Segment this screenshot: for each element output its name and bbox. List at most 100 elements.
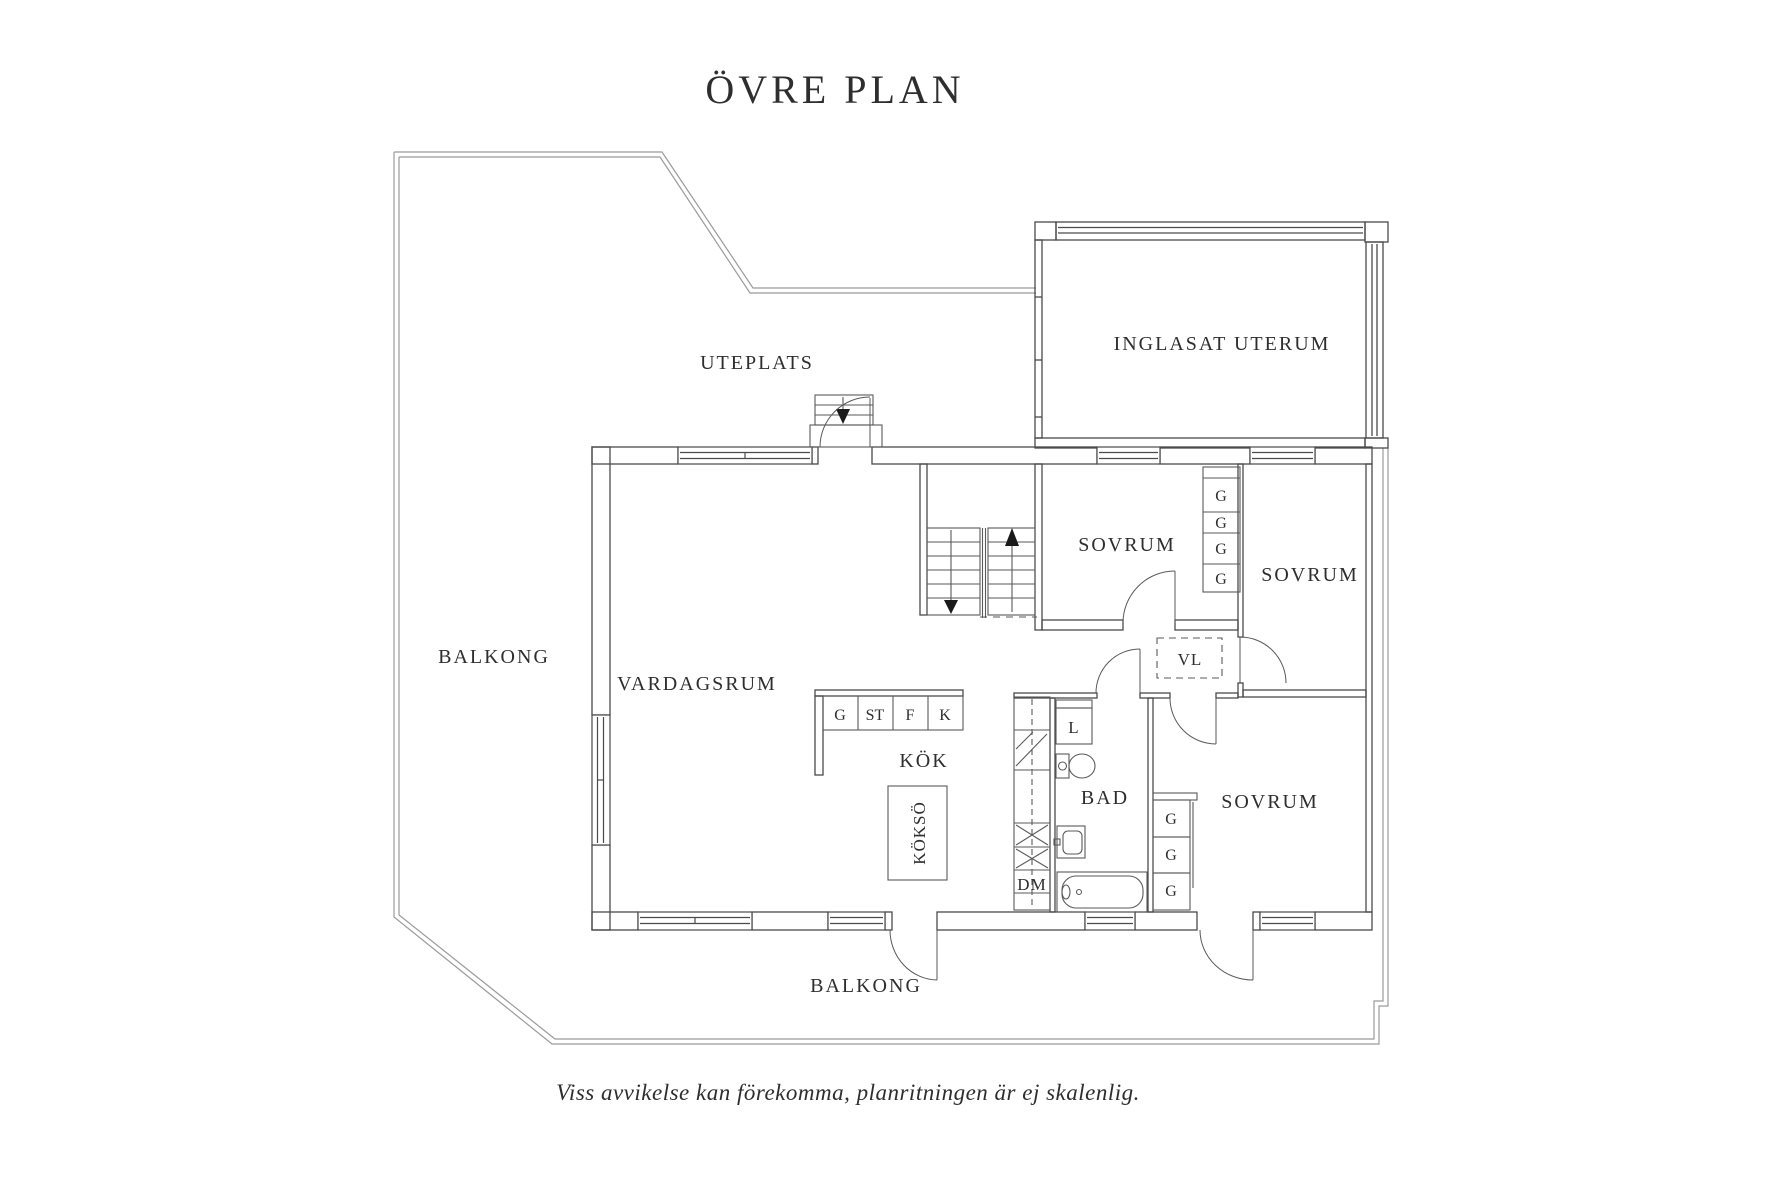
terrace-side-inner <box>398 157 1384 1040</box>
appliance-x2-b <box>1015 848 1049 869</box>
window-sovrum-right-top <box>1249 446 1316 465</box>
wall-right <box>1365 463 1373 913</box>
door-hall-bath <box>1095 648 1141 694</box>
staircase <box>926 527 1037 618</box>
stair-flight-down <box>926 527 981 616</box>
wall-sovrum-top-bottom-2 <box>1174 619 1239 631</box>
label-wardrobe-top-3: G <box>1215 541 1227 558</box>
door-sovrum-right <box>1239 636 1287 684</box>
uterum-post-topright <box>1364 221 1389 243</box>
label-uteplats: UTEPLATS <box>700 352 814 374</box>
wall-top-d <box>1159 446 1251 465</box>
wall-bottom-a <box>591 911 639 931</box>
uterum-bottom-wall <box>1034 437 1366 449</box>
label-wardrobe-bottom-3: G <box>1165 883 1177 900</box>
label-wardrobe-top-2: G <box>1215 515 1227 532</box>
kitchen-cabinet-row <box>822 695 964 731</box>
wall-hall-3 <box>1215 692 1239 699</box>
door-sovrum-bottom <box>1169 697 1217 745</box>
label-wardrobe-bottom-2: G <box>1165 847 1177 864</box>
label-dm: DM <box>1017 875 1046 894</box>
entry-landing <box>809 424 883 448</box>
wall-top-e <box>1314 446 1373 465</box>
terrace-outline <box>393 151 1389 1045</box>
wall-stairwell-left <box>919 463 928 616</box>
windows <box>591 446 1316 931</box>
uterum-glazing-top <box>1055 221 1366 241</box>
label-cabinet-g: G <box>834 707 846 724</box>
label-sovrum-bottom: SOVRUM <box>1221 791 1319 813</box>
label-sovrum-right: SOVRUM <box>1261 564 1359 586</box>
wall-sovrum-top-left <box>1034 463 1043 631</box>
label-kok: KÖK <box>899 749 948 772</box>
window-livingroom-top <box>677 446 813 465</box>
wall-left-upper <box>591 446 611 716</box>
door-sovrum-top <box>1122 570 1176 624</box>
entry-arrow-down-icon <box>836 409 850 424</box>
wall-sovrum-top-bottom-1 <box>1041 619 1124 631</box>
text-labels: ÖVRE PLAN UTEPLATS INGLASAT UTERUM BALKO… <box>438 67 1359 1105</box>
uterum-post-topleft <box>1034 221 1057 241</box>
wall-bottom-d <box>936 911 1086 931</box>
entrance-steps <box>809 394 883 448</box>
window-kitchen-bottom <box>827 911 886 931</box>
label-inglasat-uterum: INGLASAT UTERUM <box>1114 333 1331 355</box>
label-kokso: KÖKSÖ <box>910 801 929 865</box>
wall-sovrum-right-bottom <box>1242 689 1367 698</box>
wall-bottom-f <box>1252 911 1261 931</box>
fixtures <box>822 466 1241 913</box>
label-vl: VL <box>1178 650 1203 669</box>
door-balcony-right <box>1199 929 1254 981</box>
vl-dashed-box <box>1156 637 1223 679</box>
wall-bad-right <box>1147 697 1154 913</box>
label-cabinet-st: ST <box>866 707 885 724</box>
window-sovrum-top <box>1096 446 1161 465</box>
stair-flight-up <box>987 527 1036 616</box>
wall-hall-2 <box>1139 692 1171 699</box>
footer-disclaimer: Viss avvikelse kan förekomma, planritnin… <box>556 1080 1140 1105</box>
wardrobe-column-top <box>1202 466 1241 593</box>
wall-bottom-g <box>1314 911 1373 931</box>
kitchen-appliance-strip <box>1013 696 1051 911</box>
wall-left-lower <box>591 844 611 931</box>
window-livingroom-bottom <box>637 911 753 931</box>
wall-bad-left <box>1049 697 1056 913</box>
wall-top-a <box>591 446 679 465</box>
label-sovrum-top: SOVRUM <box>1078 534 1176 556</box>
window-sovrum-bottom <box>1259 911 1316 931</box>
label-cabinet-k: K <box>939 707 951 724</box>
page-title: ÖVRE PLAN <box>705 67 964 112</box>
label-l: L <box>1068 718 1079 737</box>
uterum-left-wall <box>1034 239 1043 439</box>
door-entrance <box>819 396 871 448</box>
wall-top-b <box>811 446 819 465</box>
wall-top-c <box>871 446 1098 465</box>
kitchen-island <box>887 785 948 881</box>
bath-sink-icon <box>1053 825 1086 859</box>
wall-bottom-b <box>751 911 829 931</box>
doors <box>819 396 1287 981</box>
label-cabinet-f: F <box>906 707 915 724</box>
label-balkong-bottom: BALKONG <box>810 975 922 997</box>
stair-arrow-down-icon <box>944 600 958 614</box>
terrace-side-outer <box>393 152 1389 1045</box>
terrace-top-outer <box>394 151 1036 289</box>
sink-diagonal-2 <box>1015 731 1034 750</box>
wall-bottom-c <box>884 911 893 931</box>
terrace-top-inner <box>399 156 1036 294</box>
wall-bedroom-divider-stub <box>1237 682 1244 698</box>
wardrobe-column-bottom <box>1152 792 1198 911</box>
label-wardrobe-top-1: G <box>1215 488 1227 505</box>
label-vardagsrum: VARDAGSRUM <box>617 673 777 695</box>
label-balkong-left: BALKONG <box>438 646 550 668</box>
uterum-glazing-right <box>1365 241 1384 439</box>
label-wardrobe-bottom-1: G <box>1165 811 1177 828</box>
window-bath-bottom <box>1084 911 1136 931</box>
wall-kitchen-back <box>814 689 964 697</box>
label-bad: BAD <box>1081 787 1129 809</box>
toilet-icon <box>1055 753 1096 779</box>
linen-closet <box>1055 699 1093 745</box>
stair-arrow-up-icon <box>1005 528 1019 546</box>
